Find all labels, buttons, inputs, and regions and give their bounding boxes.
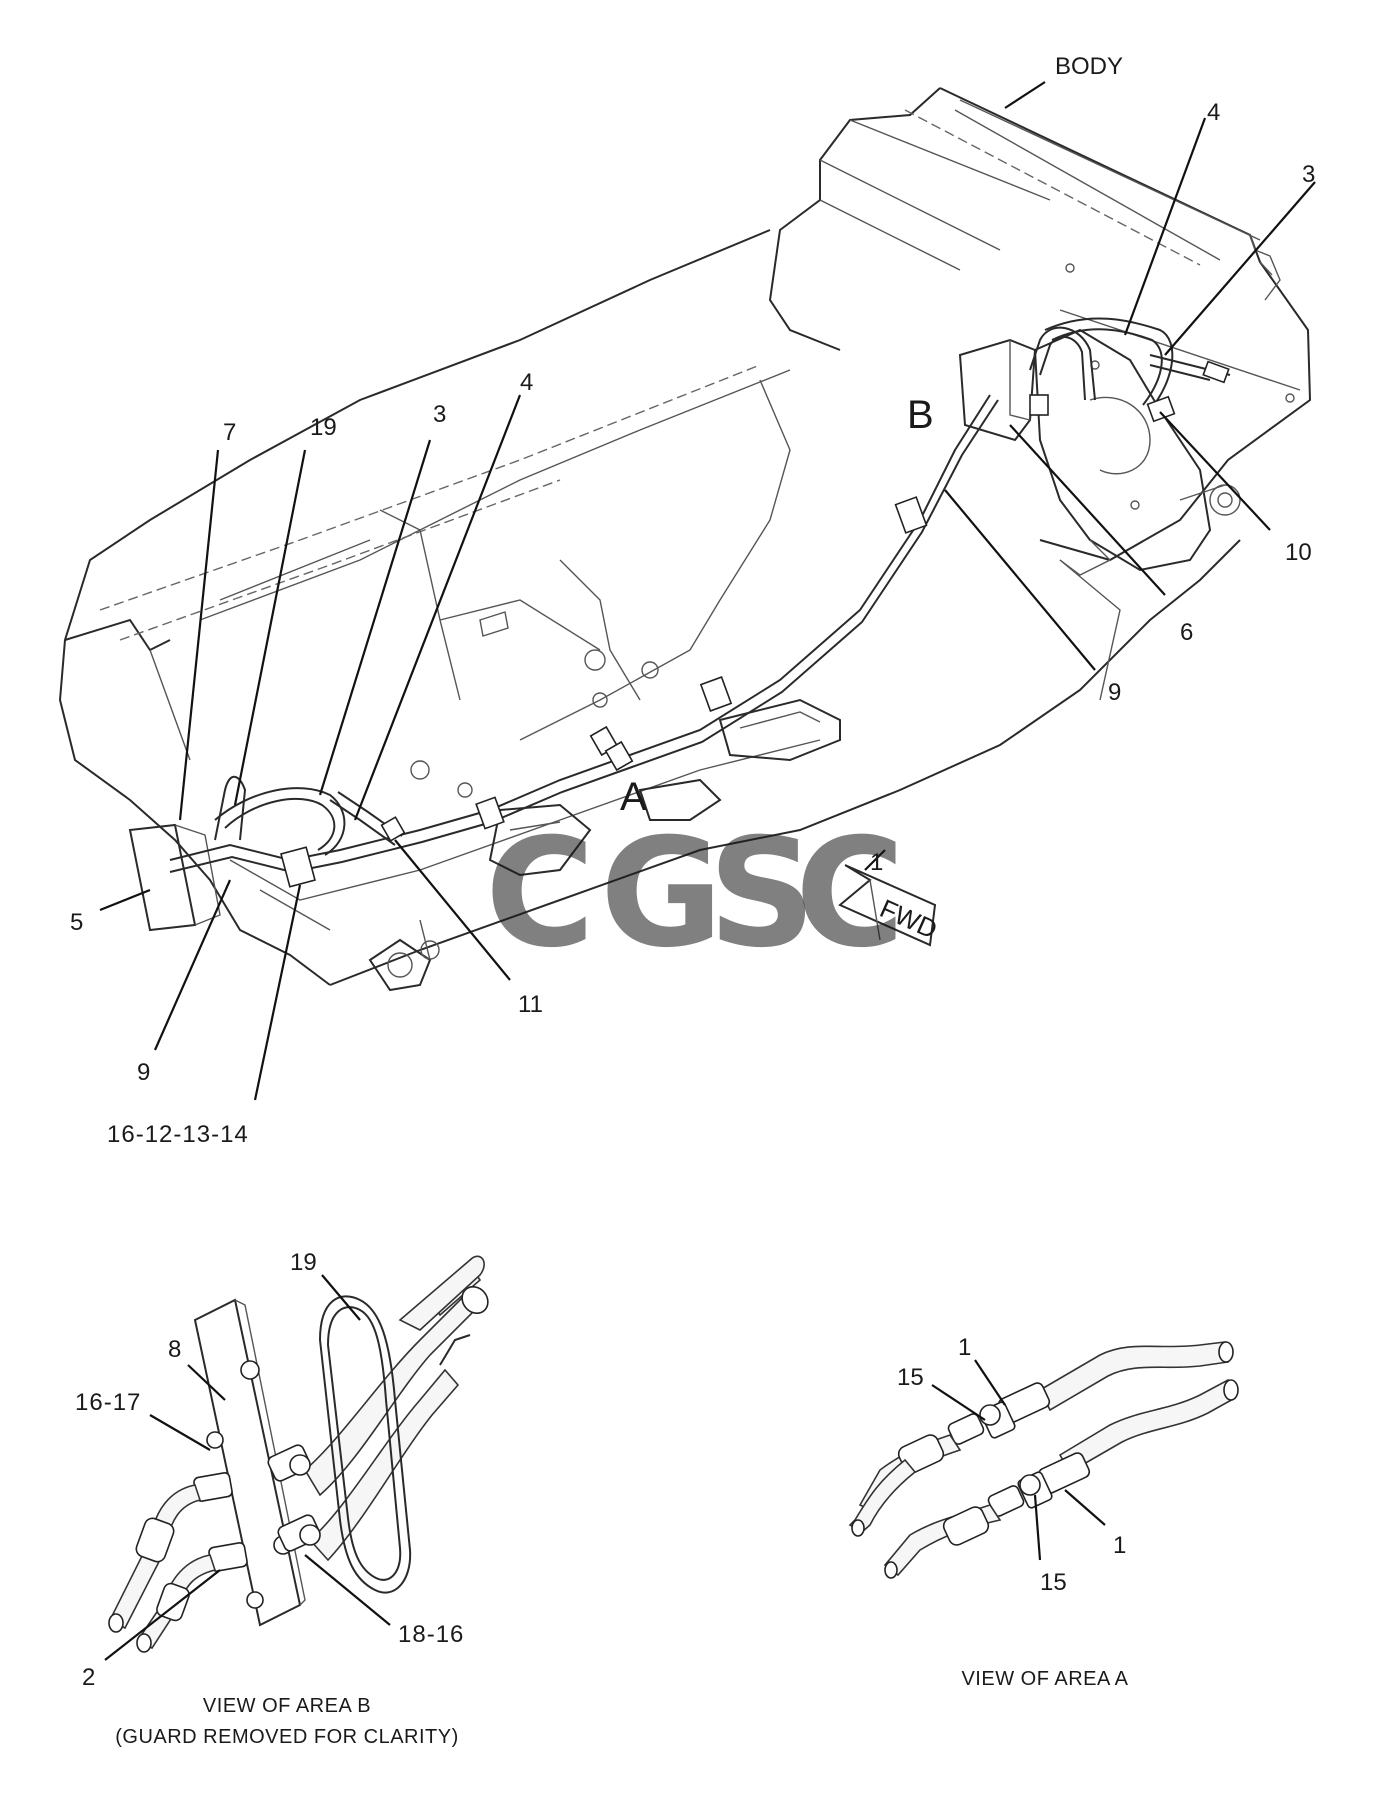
- dump-body-outline: [768, 87, 1312, 562]
- callout-9-right: 9: [1108, 679, 1121, 706]
- callout-6: 6: [1180, 619, 1193, 646]
- view-a-callout-15-top: 15: [897, 1364, 924, 1391]
- view-a-callout-1-top: 1: [958, 1334, 971, 1361]
- callout-11: 11: [518, 991, 543, 1018]
- body-label: BODY: [1055, 53, 1123, 80]
- view-b-callout-2: 2: [82, 1664, 95, 1691]
- cgsc-watermark: C G S C: [485, 807, 905, 981]
- watermark-letter-c2: C: [795, 807, 905, 981]
- view-area-b: 19 8 16-17 2 18-16 VIEW OF AREA B (GUARD…: [75, 1249, 489, 1748]
- callout-3-left: 3: [433, 401, 446, 428]
- watermark-letter-c1: C: [485, 807, 595, 981]
- watermark-letter-g: G: [600, 807, 723, 981]
- frame-outline: [58, 229, 1241, 992]
- retaining-loop: [318, 1295, 412, 1594]
- view-b-caption-line2: (GUARD REMOVED FOR CLARITY): [115, 1726, 459, 1748]
- view-b-callout-16-17: 16-17: [75, 1389, 141, 1416]
- view-a-callout-15-bottom: 15: [1040, 1569, 1067, 1596]
- view-area-a: 1 15 1 15 VIEW OF AREA A: [848, 1334, 1239, 1690]
- callout-10: 10: [1285, 539, 1312, 566]
- hydraulic-lines: [169, 317, 1231, 888]
- callout-3-top: 3: [1302, 161, 1315, 188]
- callout-5: 5: [70, 909, 83, 936]
- view-b-caption-line1: VIEW OF AREA B: [203, 1695, 371, 1717]
- main-view: FWD BODY 4 3 10 6 9 7 19 3 4 5 9 11 16-1…: [58, 53, 1316, 1148]
- callout-group-16-12-13-14: 16-12-13-14: [107, 1121, 249, 1148]
- view-b-callout-8: 8: [168, 1336, 181, 1363]
- callout-4-left: 4: [520, 369, 533, 396]
- callout-9-left: 9: [137, 1059, 150, 1086]
- view-a-caption: VIEW OF AREA A: [961, 1668, 1128, 1690]
- guard-area-b: [958, 263, 1295, 576]
- view-a-callout-1-bottom: 1: [1113, 1532, 1126, 1559]
- area-a-marker: A: [620, 775, 647, 819]
- callout-7: 7: [223, 419, 236, 446]
- frame-brackets: [128, 698, 841, 932]
- main-leader-lines: [99, 81, 1316, 1101]
- callout-19: 19: [310, 414, 337, 441]
- callout-1-fwd: 1: [870, 849, 883, 876]
- area-b-marker: B: [907, 393, 934, 437]
- view-b-callout-18-16: 18-16: [398, 1621, 464, 1648]
- watermark-letter-s: S: [708, 807, 816, 981]
- callout-4-top: 4: [1207, 99, 1220, 126]
- view-b-callout-19: 19: [290, 1249, 317, 1276]
